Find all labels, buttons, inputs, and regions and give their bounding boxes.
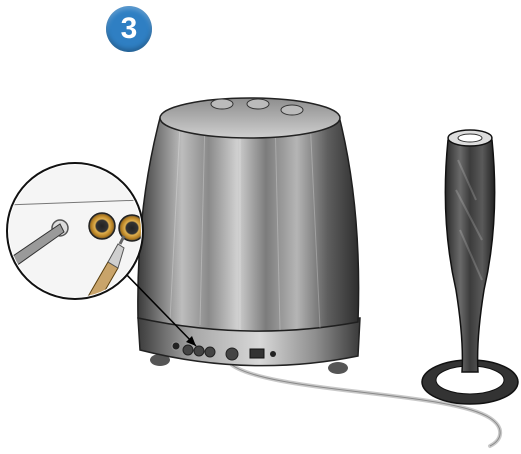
top-button-2 xyxy=(247,99,269,109)
top-button-1 xyxy=(211,99,233,109)
zoom-jack-left xyxy=(89,213,115,239)
step-number-badge: 3 xyxy=(106,6,152,52)
rear-jack-4 xyxy=(205,347,215,357)
satellite-speaker xyxy=(422,130,518,404)
rear-jack-3 xyxy=(194,346,204,356)
rear-jack-1 xyxy=(172,342,180,350)
rear-jack-5 xyxy=(226,348,238,360)
power-switch xyxy=(250,349,264,358)
rear-jack-2 xyxy=(183,345,193,355)
rear-jack-6 xyxy=(270,351,276,357)
zoom-callout xyxy=(7,163,145,306)
top-button-3 xyxy=(281,105,303,115)
subwoofer-foot-right xyxy=(328,362,348,374)
